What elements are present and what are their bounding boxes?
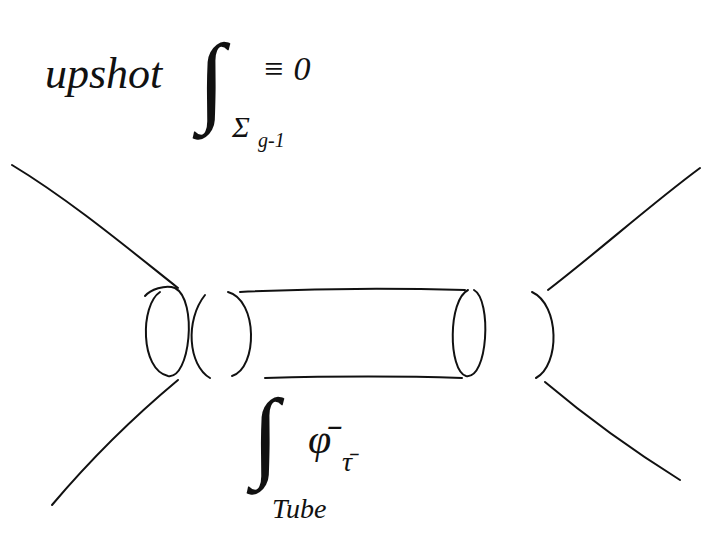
tube-right-end: [453, 290, 486, 376]
equivalence: ≡ 0: [262, 52, 310, 86]
integrand-symbol: φ̄: [308, 418, 331, 460]
left-loop: [145, 287, 189, 376]
tube-top: [240, 289, 465, 292]
subscript: τ̄: [342, 448, 352, 476]
left-surface-bottom: [52, 380, 178, 505]
right-surface-bottom: [545, 382, 680, 480]
note-word: upshot: [45, 52, 162, 96]
integral-sign: ∫: [252, 385, 279, 485]
right-surface-top: [548, 168, 700, 290]
left-open-arc: [192, 295, 210, 378]
right-open-arc: [532, 292, 554, 378]
tube-left-end: [228, 292, 251, 376]
domain-label: Tube: [272, 495, 326, 523]
left-surface-top: [12, 165, 178, 288]
tube-bottom: [265, 377, 462, 379]
subscript: g-1: [258, 130, 285, 150]
integral-sign: ∫: [198, 30, 225, 130]
domain-symbol: Σ: [232, 112, 250, 142]
